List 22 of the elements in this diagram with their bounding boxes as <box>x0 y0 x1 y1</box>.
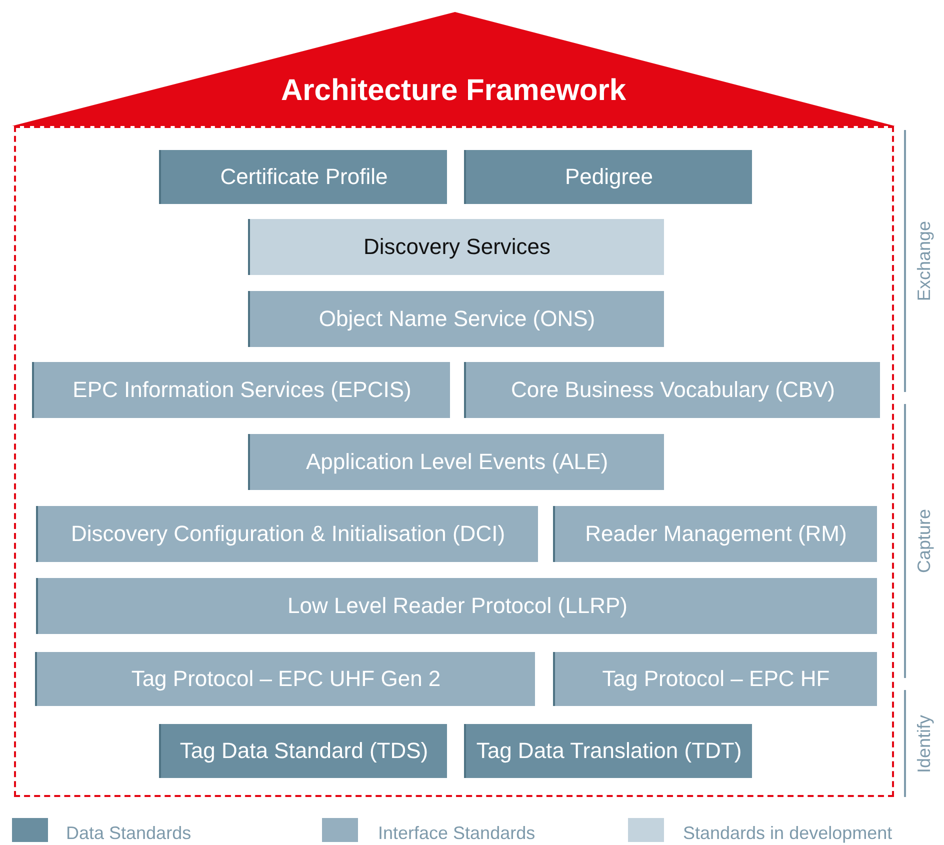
standard-block: Tag Data Standard (TDS) <box>159 724 447 778</box>
standard-block: Tag Protocol – EPC HF <box>553 652 877 706</box>
section-label: Exchange <box>914 221 935 302</box>
legend-label: Data Standards <box>66 823 192 844</box>
standard-block: Object Name Service (ONS) <box>248 291 664 347</box>
standard-block: Tag Data Translation (TDT) <box>464 724 752 778</box>
legend-label: Interface Standards <box>378 823 536 844</box>
standard-block: Tag Protocol – EPC UHF Gen 2 <box>35 652 535 706</box>
standard-block: Discovery Configuration & Initialisation (DCI) <box>36 506 538 562</box>
standard-block: Certificate Profile <box>159 150 447 204</box>
roof-banner: Architecture Framework <box>12 12 895 126</box>
standard-block: Core Business Vocabulary (CBV) <box>464 362 880 418</box>
standard-block: EPC Information Services (EPCIS) <box>32 362 450 418</box>
section-label: Capture <box>914 509 935 574</box>
dashed-frame <box>14 126 894 797</box>
standard-block: Low Level Reader Protocol (LLRP) <box>36 578 877 634</box>
section-label: Identify <box>914 714 935 773</box>
standard-block: Reader Management (RM) <box>553 506 877 562</box>
standard-block: Discovery Services <box>248 219 664 275</box>
legend-label: Standards in development <box>683 823 892 844</box>
standard-block: Pedigree <box>464 150 752 204</box>
standard-block: Application Level Events (ALE) <box>248 434 664 490</box>
